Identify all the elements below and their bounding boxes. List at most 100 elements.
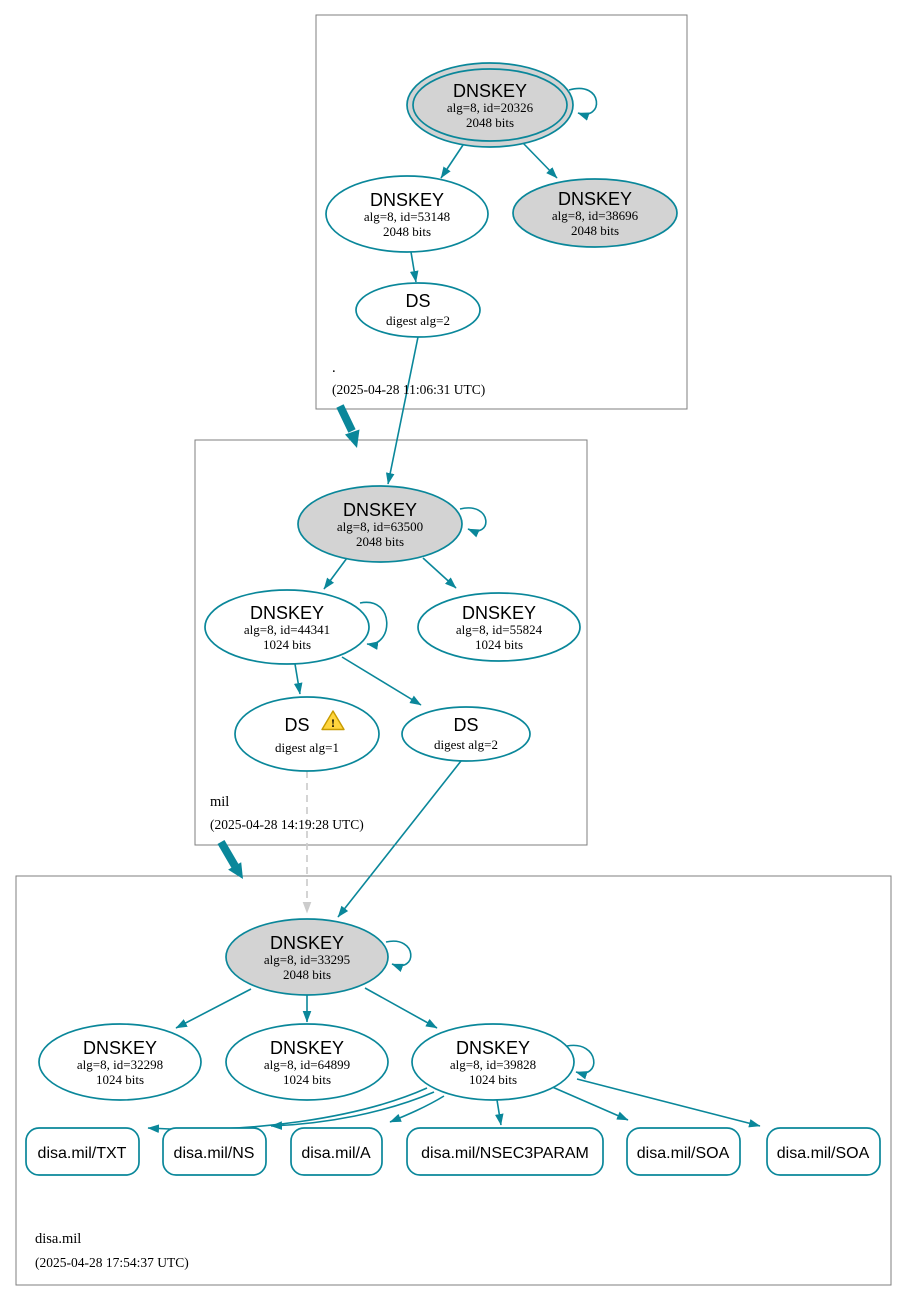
dnskey-33295-title: DNSKEY: [270, 933, 344, 953]
dnskey-38696-title: DNSKEY: [558, 189, 632, 209]
delegation-arrowhead-icon: [228, 862, 243, 879]
dnskey-33295-detail: alg=8, id=33295: [264, 952, 350, 967]
ds-mil-alg1-detail: digest alg=1: [275, 740, 339, 755]
dnskey-32298-detail: alg=8, id=32298: [77, 1057, 163, 1072]
rrset-nsec3param-box: [406, 1127, 604, 1176]
rrset-node-a: disa.mil/A: [290, 1127, 383, 1176]
delegation-arrow-root-to-mil: [336, 404, 360, 448]
dnskey-39828-ellipse: [411, 1023, 575, 1101]
zone-timestamp-root: (2025-04-28 11:06:31 UTC): [332, 382, 485, 397]
dnskey-38696-ellipse: [512, 178, 678, 248]
dnskey-20326-detail: alg=8, id=20326: [447, 100, 534, 115]
ds-mil-alg2-title: DS: [453, 715, 478, 735]
dnskey-53148-detail: alg=8, id=53148: [364, 209, 450, 224]
rrset-ns-label: disa.mil/NS: [174, 1145, 255, 1162]
edge-dnskey-53148-to-ds-root: [409, 251, 419, 283]
dnskey-node-63500-ksk: DNSKEY alg=8, id=63500 2048 bits: [297, 485, 463, 563]
dnskey-20326-bits: 2048 bits: [466, 115, 514, 130]
dnskey-node-64899: DNSKEY alg=8, id=64899 1024 bits: [225, 1023, 389, 1101]
dnskey-38696-bits: 2048 bits: [571, 223, 619, 238]
ds-mil-alg2-ellipse: [401, 706, 531, 762]
edge-selfsign-dnskey-63500: [459, 507, 487, 538]
dnskey-node-38696: DNSKEY alg=8, id=38696 2048 bits: [512, 178, 678, 248]
rrset-soa-2-label: disa.mil/SOA: [777, 1145, 870, 1162]
dnskey-33295-bits: 2048 bits: [283, 967, 331, 982]
zone-label-disa-mil: disa.mil: [35, 1231, 81, 1247]
dnskey-55824-detail: alg=8, id=55824: [456, 622, 543, 637]
zone-timestamp-disa-mil: (2025-04-28 17:54:37 UTC): [35, 1255, 189, 1270]
dnskey-38696-detail: alg=8, id=38696: [552, 208, 639, 223]
edge-selfsign-dnskey-20326: [568, 87, 598, 121]
rrset-node-soa-1: disa.mil/SOA: [626, 1127, 741, 1176]
edge-dnskey-39828-to-rrset-nsec3param: [495, 1099, 504, 1126]
rrset-a-label: disa.mil/A: [301, 1145, 371, 1162]
rrset-soa-1-label: disa.mil/SOA: [637, 1145, 730, 1162]
dnskey-node-55824: DNSKEY alg=8, id=55824 1024 bits: [417, 592, 581, 662]
dnskey-55824-bits: 1024 bits: [475, 637, 523, 652]
zone-timestamp-mil: (2025-04-28 14:19:28 UTC): [210, 817, 364, 832]
dnskey-node-53148: DNSKEY alg=8, id=53148 2048 bits: [325, 175, 489, 253]
edge-dnskey-44341-to-ds-mil-alg1: [293, 663, 303, 695]
zone-label-root: .: [332, 360, 336, 376]
dnskey-53148-bits: 2048 bits: [383, 224, 431, 239]
delegation-arrow-shaft: [217, 839, 239, 869]
edge-selfsign-dnskey-39828: [566, 1044, 595, 1080]
edge-selfsign-dnskey-44341: [359, 601, 388, 650]
dnskey-39828-detail: alg=8, id=39828: [450, 1057, 536, 1072]
edge-selfsign-dnskey-33295: [385, 940, 412, 972]
ds-node-mil-alg2: DS digest alg=2: [401, 706, 531, 762]
dnskey-node-20326-ksk: DNSKEY alg=8, id=20326 2048 bits: [406, 62, 574, 148]
dnskey-64899-title: DNSKEY: [270, 1038, 344, 1058]
rrset-nsec3param-label: disa.mil/NSEC3PARAM: [421, 1145, 589, 1162]
rrset-node-txt: disa.mil/TXT: [25, 1127, 140, 1176]
dnskey-44341-title: DNSKEY: [250, 603, 324, 623]
warning-exclamation-mark: !: [331, 716, 335, 730]
ds-node-mil-alg1-warning: DS ! digest alg=1: [234, 696, 380, 772]
ds-root-detail: digest alg=2: [386, 313, 450, 328]
ds-mil-alg1-ellipse: [234, 696, 380, 772]
dnskey-20326-ellipse: [406, 62, 574, 148]
rrset-node-soa-2: disa.mil/SOA: [766, 1127, 881, 1176]
dnskey-64899-bits: 1024 bits: [283, 1072, 331, 1087]
rrset-soa-1-box: [626, 1127, 741, 1176]
delegation-arrowhead-icon: [345, 429, 360, 448]
dnskey-39828-bits: 1024 bits: [469, 1072, 517, 1087]
edge-ds-mil-alg2-to-dnskey-33295: [337, 760, 462, 918]
dnskey-node-32298: DNSKEY alg=8, id=32298 1024 bits: [38, 1023, 202, 1101]
delegation-arrow-shaft: [336, 404, 356, 433]
edge-dnskey-33295-to-dnskey-32298: [175, 988, 252, 1029]
ds-node-root: DS digest alg=2: [355, 282, 481, 338]
dnskey-64899-detail: alg=8, id=64899: [264, 1057, 350, 1072]
edge-dnskey-20326-to-dnskey-38696: [522, 142, 558, 179]
zone-label-mil: mil: [210, 794, 229, 810]
edge-dnskey-44341-to-ds-mil-alg2: [341, 656, 422, 706]
rrset-node-ns: disa.mil/NS: [162, 1127, 267, 1176]
rrset-txt-label: disa.mil/TXT: [38, 1145, 127, 1162]
dnskey-33295-ellipse: [225, 918, 389, 996]
rrset-txt-box: [25, 1127, 140, 1176]
edge-dnskey-63500-to-dnskey-55824: [422, 557, 457, 589]
dnskey-44341-bits: 1024 bits: [263, 637, 311, 652]
dnskey-63500-ellipse: [297, 485, 463, 563]
ds-root-title: DS: [405, 291, 430, 311]
rrset-soa-2-box: [766, 1127, 881, 1176]
dnskey-44341-detail: alg=8, id=44341: [244, 622, 330, 637]
dnskey-63500-bits: 2048 bits: [356, 534, 404, 549]
edge-dnskey-39828-to-rrset-soa-2: [576, 1078, 761, 1128]
dnskey-55824-ellipse: [417, 592, 581, 662]
dnskey-node-33295-ksk: DNSKEY alg=8, id=33295 2048 bits: [225, 918, 389, 996]
rrset-node-nsec3param: disa.mil/NSEC3PARAM: [406, 1127, 604, 1176]
ds-root-ellipse: [355, 282, 481, 338]
dnskey-20326-title: DNSKEY: [453, 81, 527, 101]
edge-dnskey-33295-to-dnskey-39828: [364, 987, 438, 1029]
rrset-ns-box: [162, 1127, 267, 1176]
edge-dnskey-20326-to-dnskey-53148: [440, 144, 464, 179]
dnskey-44341-ellipse: [204, 589, 370, 665]
ds-mil-alg2-detail: digest alg=2: [434, 737, 498, 752]
dnskey-32298-title: DNSKEY: [83, 1038, 157, 1058]
dnskey-63500-detail: alg=8, id=63500: [337, 519, 423, 534]
dnskey-node-39828: DNSKEY alg=8, id=39828 1024 bits: [411, 1023, 575, 1101]
dnskey-53148-ellipse: [325, 175, 489, 253]
